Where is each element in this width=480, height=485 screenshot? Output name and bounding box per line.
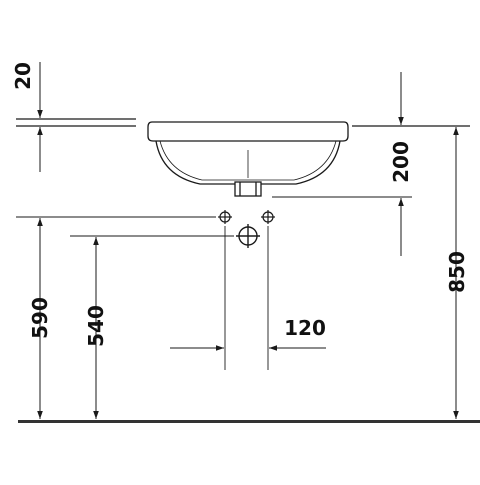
dim-120-label: 120 — [284, 316, 326, 340]
dim-540-label: 540 — [84, 305, 108, 347]
dim-850-label: 850 — [445, 251, 469, 293]
countertop-lines — [16, 118, 470, 127]
supply-valve-right — [261, 210, 275, 224]
dim-20-label: 20 — [11, 62, 35, 90]
washbasin — [147, 121, 349, 197]
dim-200-label: 200 — [389, 141, 413, 183]
dim-590-label: 590 — [28, 297, 52, 339]
extension-lines — [16, 196, 412, 370]
supply-valve-left — [218, 210, 232, 224]
floor-line — [18, 420, 480, 423]
waste-connection — [236, 224, 260, 248]
